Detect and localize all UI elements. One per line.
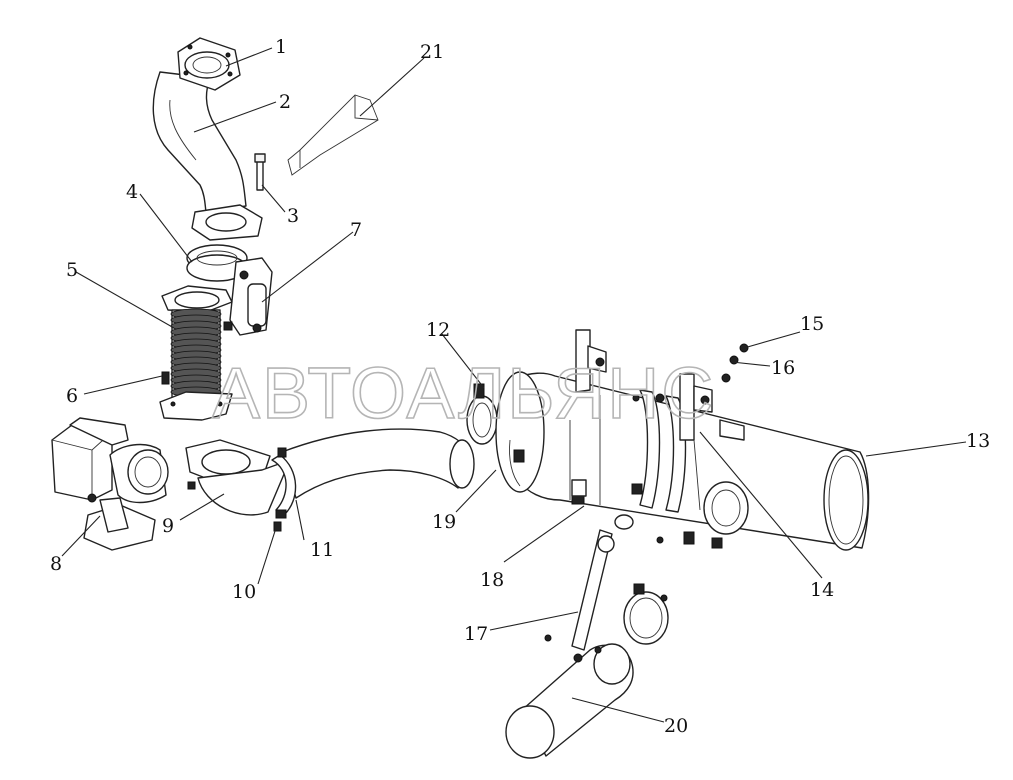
callout-16: 16	[771, 357, 795, 379]
callout-9: 9	[162, 515, 174, 537]
callout-5: 5	[66, 259, 78, 281]
part-4-clamp-ring	[186, 244, 248, 282]
part-12-clamp	[466, 383, 498, 445]
part-2-lower-flange	[191, 204, 263, 241]
callout-18: 18	[480, 569, 504, 591]
part-9-elbow-pipe	[185, 428, 475, 516]
callout-21: 21	[420, 41, 444, 63]
callout-8: 8	[50, 553, 62, 575]
leader-lines	[61, 47, 967, 723]
tail-pipe-clamp	[623, 583, 669, 645]
callout-13: 13	[966, 430, 990, 452]
callout-17: 17	[464, 623, 488, 645]
callout-15: 15	[800, 313, 824, 335]
part-1-flange	[177, 37, 241, 91]
part-17-support-rod	[544, 514, 664, 651]
watermark-text: АВТОАЛЬЯНС	[212, 354, 715, 434]
part-14-bracket	[513, 329, 745, 549]
callout-labels: 1 2 3 4 5 7 6 8 9 10 11 12 13 14 15 16 1…	[50, 36, 990, 737]
callout-3: 3	[287, 205, 299, 227]
callout-19: 19	[432, 511, 456, 533]
part-8-elbow	[51, 417, 169, 551]
part-3-bolt	[254, 153, 266, 191]
callout-1: 1	[275, 36, 287, 58]
callout-4: 4	[126, 181, 138, 203]
callout-12: 12	[426, 319, 450, 341]
callout-10: 10	[232, 581, 256, 603]
part-11-clamp	[271, 447, 297, 519]
callout-11: 11	[310, 539, 334, 561]
part-13-muffler	[495, 371, 870, 551]
part-10-bolt	[187, 481, 282, 532]
part-6-bolt	[161, 371, 170, 385]
part-21-bracket	[287, 94, 379, 176]
callout-6: 6	[66, 385, 78, 407]
part-5-bellows	[159, 285, 233, 421]
callout-14: 14	[810, 579, 834, 601]
part-19-inlet-ring	[509, 439, 521, 487]
callout-2: 2	[279, 91, 291, 113]
callout-20: 20	[664, 715, 688, 737]
part-18-bracket	[571, 479, 587, 497]
part-2-exhaust-pipe	[152, 71, 247, 213]
part-7-exhaust-brake-valve	[223, 257, 273, 336]
callout-7: 7	[350, 219, 362, 241]
part-20-tail-pipe	[505, 643, 634, 759]
